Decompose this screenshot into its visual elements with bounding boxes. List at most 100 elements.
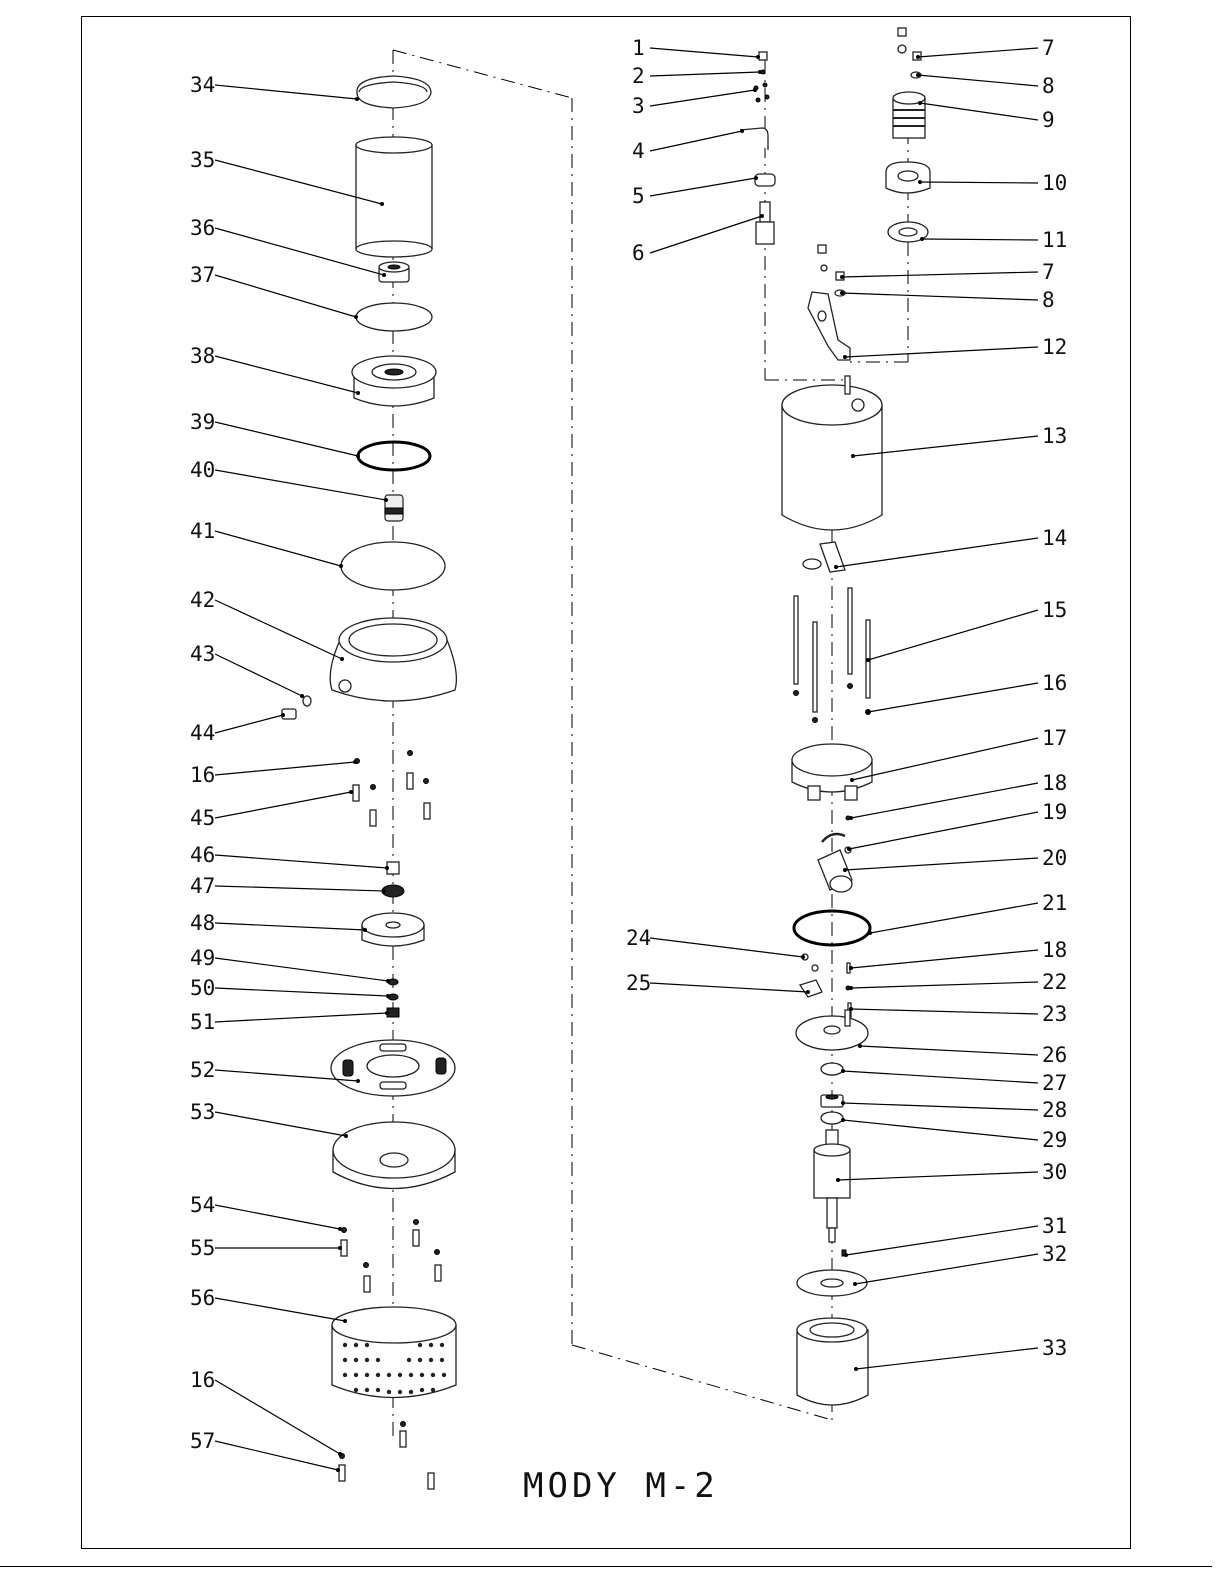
part-terminal-block: [800, 954, 822, 997]
callout-51: 51: [190, 1010, 215, 1034]
callout-19: 19: [1042, 800, 1067, 824]
callout-42: 42: [190, 588, 215, 612]
callout-12: 12: [1042, 335, 1067, 359]
part-strainer: [332, 1307, 456, 1398]
part-small-nuts: [754, 52, 769, 102]
part-band: [357, 76, 431, 108]
callout-21: 21: [1042, 891, 1067, 915]
callout-16b: 16: [190, 1368, 215, 1392]
callout-40: 40: [190, 458, 215, 482]
part-lifting-plate: [803, 542, 845, 572]
callout-18a: 18: [1042, 771, 1067, 795]
part-rotor: [814, 1130, 850, 1242]
callout-32: 32: [1042, 1242, 1067, 1266]
part-o-ring: [358, 442, 430, 470]
callout-28: 28: [1042, 1098, 1067, 1122]
callout-37: 37: [190, 263, 215, 287]
part-cable-gland: [756, 202, 774, 244]
part-washer-29: [821, 1112, 843, 1124]
callout-46: 46: [190, 843, 215, 867]
callout-50: 50: [190, 976, 215, 1000]
callout-13: 13: [1042, 424, 1067, 448]
part-sleeve: [356, 137, 432, 257]
callout-30: 30: [1042, 1160, 1067, 1184]
part-ring: [356, 303, 432, 331]
callout-9: 9: [1042, 108, 1055, 132]
part-seal: [385, 495, 403, 521]
callout-16c: 16: [1042, 671, 1067, 695]
callout-2: 2: [632, 64, 645, 88]
callout-27: 27: [1042, 1071, 1067, 1095]
callout-33: 33: [1042, 1336, 1067, 1360]
callout-25: 25: [626, 971, 651, 995]
callout-24: 24: [626, 926, 651, 950]
callout-17: 17: [1042, 726, 1067, 750]
part-bearing-plate: [796, 1010, 868, 1050]
part-cable: [740, 128, 768, 150]
callout-36: 36: [190, 216, 215, 240]
callout-52: 52: [190, 1058, 215, 1082]
callout-3: 3: [632, 94, 645, 118]
part-drain-screw: [282, 696, 311, 719]
part-impeller: [362, 913, 424, 946]
callout-57: 57: [190, 1429, 215, 1453]
callout-7a: 7: [1042, 36, 1055, 60]
part-nuts-upper: [898, 28, 921, 78]
callout-14: 14: [1042, 526, 1067, 550]
callout-1: 1: [632, 36, 645, 60]
part-upper-cover: [792, 744, 872, 800]
part-pump-casing: [333, 1122, 455, 1189]
callout-53: 53: [190, 1100, 215, 1124]
part-housing: [330, 618, 456, 701]
callout-4: 4: [632, 139, 645, 163]
callout-18b: 18: [1042, 938, 1067, 962]
part-nuts-lower: [818, 245, 845, 296]
callout-10: 10: [1042, 171, 1067, 195]
callout-35: 35: [190, 148, 215, 172]
callout-49: 49: [190, 946, 215, 970]
part-stator: [797, 1318, 868, 1405]
callout-34: 34: [190, 73, 215, 97]
callout-39: 39: [190, 410, 215, 434]
callout-8b: 8: [1042, 288, 1055, 312]
callout-26: 26: [1042, 1043, 1067, 1067]
part-capacitor-group: [818, 816, 852, 892]
callout-56: 56: [190, 1286, 215, 1310]
callout-48: 48: [190, 911, 215, 935]
callout-43: 43: [190, 642, 215, 666]
callout-8a: 8: [1042, 74, 1055, 98]
callout-44: 44: [190, 721, 215, 745]
callout-16a: 16: [190, 763, 215, 787]
callout-55: 55: [190, 1236, 215, 1260]
part-wear-plate: [331, 1040, 455, 1096]
callout-11: 11: [1042, 228, 1067, 252]
callout-20: 20: [1042, 846, 1067, 870]
part-bearing: [379, 262, 409, 282]
callout-41: 41: [190, 519, 215, 543]
callout-23: 23: [1042, 1002, 1067, 1026]
part-flange: [352, 356, 436, 406]
callout-15: 15: [1042, 598, 1067, 622]
part-discharge-flange: [886, 162, 930, 193]
part-large-ring: [341, 542, 445, 590]
part-motor-housing: [782, 376, 882, 530]
part-bearing-28: [821, 1095, 843, 1107]
left-column-parts: [282, 76, 456, 1489]
callout-45: 45: [190, 806, 215, 830]
callout-47: 47: [190, 874, 215, 898]
left-callout-numbers: 34 35 36 37 38 39 40 41 42 43 44 16 45 4…: [190, 73, 215, 1453]
part-bracket: [808, 292, 850, 360]
callout-5: 5: [632, 184, 645, 208]
right-column-parts: [740, 28, 930, 1405]
part-discharge-nipple: [893, 92, 925, 138]
callout-6: 6: [632, 241, 645, 265]
part-washer-27: [821, 1063, 843, 1075]
callout-29: 29: [1042, 1128, 1067, 1152]
callout-31: 31: [1042, 1214, 1067, 1238]
callout-54: 54: [190, 1193, 215, 1217]
part-screws-lower: [341, 1220, 441, 1293]
callout-38: 38: [190, 344, 215, 368]
model-title: MODY M-2: [523, 1466, 719, 1506]
